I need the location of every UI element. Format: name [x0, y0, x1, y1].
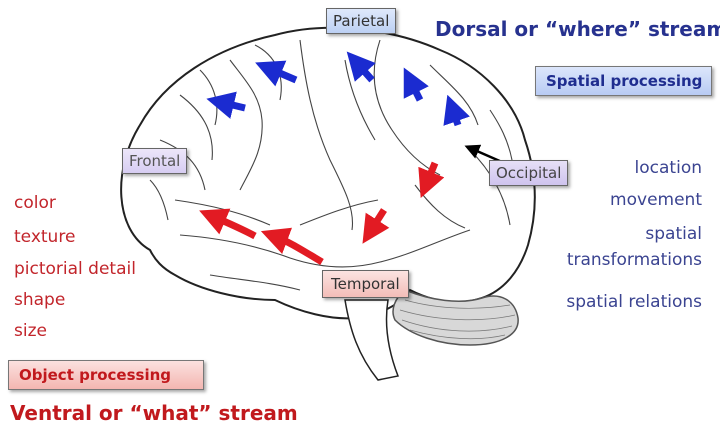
ventral-attr-shape: shape	[14, 290, 66, 310]
dorsal-attr-transformations: transformations	[566, 250, 702, 270]
dorsal-attr-movement: movement	[610, 190, 702, 210]
dorsal-arrow-3	[346, 51, 376, 83]
dorsal-attr-spatial-relations: spatial relations	[566, 292, 702, 312]
ventral-attr-texture: texture	[14, 227, 76, 247]
dorsal-attr-spatial: spatial	[645, 224, 702, 244]
frontal-label: Frontal	[122, 148, 188, 174]
ventral-attr-size: size	[14, 321, 47, 341]
dorsal-attr-location: location	[634, 158, 702, 178]
object-processing-box: Object processing	[8, 360, 204, 390]
ventral-arrow-4	[199, 208, 257, 240]
dorsal-arrow-2	[403, 67, 429, 102]
dorsal-arrow-1	[443, 94, 470, 127]
parietal-label: Parietal	[326, 8, 397, 34]
ventral-stream-title: Ventral or “what” stream	[10, 401, 298, 425]
ventral-arrow-3	[260, 227, 324, 266]
ventral-attr-color: color	[14, 193, 56, 213]
ventral-stream-arrows	[199, 161, 445, 266]
brain-folds	[149, 39, 513, 291]
cerebellum	[392, 289, 519, 346]
occipital-label: Occipital	[489, 160, 569, 186]
dorsal-stream-title: Dorsal or “where” stream	[435, 17, 720, 41]
dorsal-arrow-4	[255, 60, 298, 87]
dorsal-stream-arrows	[206, 51, 470, 127]
ventral-arrow-1	[418, 161, 445, 198]
spatial-processing-box: Spatial processing	[535, 66, 712, 96]
ventral-attr-pictorial-detail: pictorial detail	[14, 259, 136, 279]
dorsal-arrow-5	[206, 91, 246, 119]
occipital-pointer-arrow	[464, 144, 503, 164]
brain-stem	[344, 299, 400, 381]
temporal-label: Temporal	[322, 270, 409, 298]
ventral-arrow-2	[362, 208, 390, 244]
